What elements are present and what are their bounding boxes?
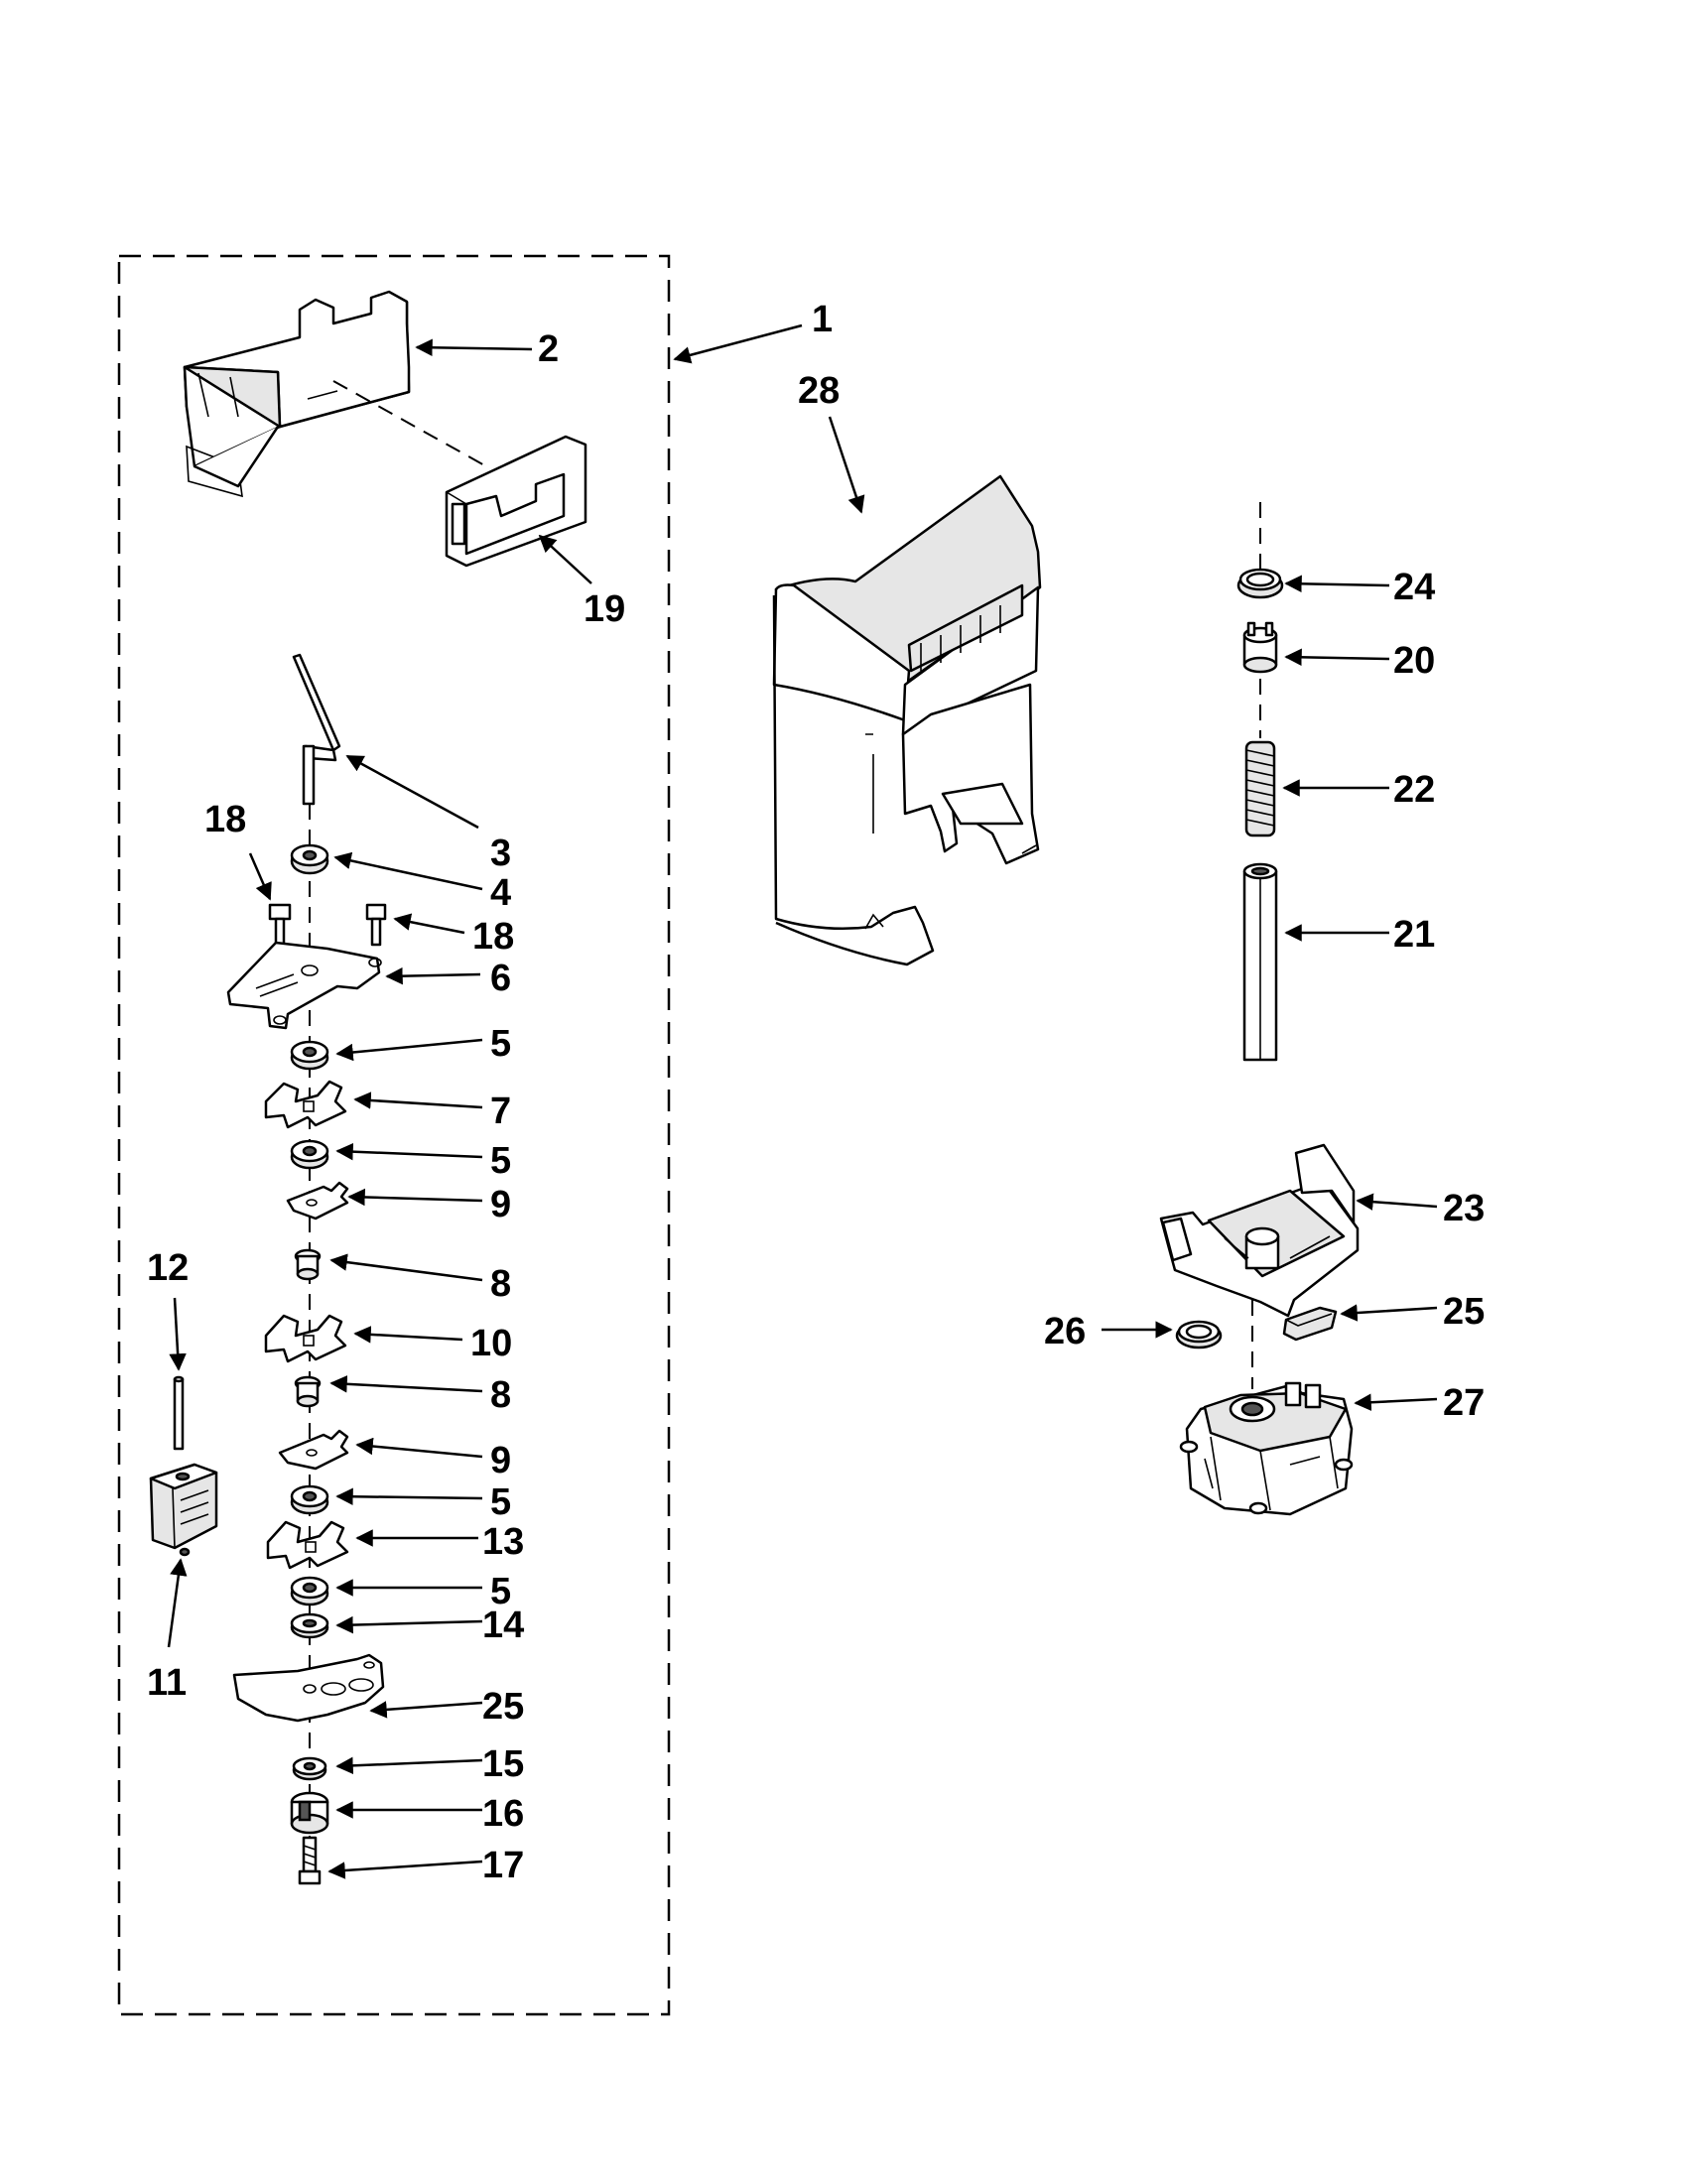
part-26-gasket xyxy=(1175,1320,1223,1349)
part-8-spacer-b xyxy=(294,1375,322,1408)
part-11-block xyxy=(149,1463,218,1557)
callout-6: 6 xyxy=(490,958,511,999)
part-27-motor xyxy=(1179,1381,1354,1516)
callout-5b: 5 xyxy=(490,1140,511,1182)
part-5-bearing-c xyxy=(290,1484,329,1515)
part-21-shaft xyxy=(1242,862,1278,1062)
part-6-plate xyxy=(226,941,382,1030)
callout-19: 19 xyxy=(584,588,625,630)
part-14-washer xyxy=(290,1612,329,1639)
part-23-mount xyxy=(1159,1143,1360,1318)
part-10-cam xyxy=(264,1314,347,1363)
callout-9a: 9 xyxy=(490,1184,511,1225)
callout-11: 11 xyxy=(147,1662,187,1704)
callout-13: 13 xyxy=(482,1521,524,1563)
part-17-screw xyxy=(298,1836,322,1885)
callout-16: 16 xyxy=(482,1793,524,1835)
callout-8a: 8 xyxy=(490,1263,511,1305)
callout-20: 20 xyxy=(1393,640,1435,682)
part-5-bearing-b xyxy=(290,1139,329,1170)
callout-4: 4 xyxy=(490,872,511,914)
part-28-cover xyxy=(772,474,1042,966)
part-9-blade-a xyxy=(286,1181,349,1220)
part-2-housing xyxy=(183,290,411,498)
callout-5a: 5 xyxy=(490,1023,511,1065)
part-4-bearing xyxy=(290,843,329,875)
part-24-ring xyxy=(1236,568,1284,599)
part-22-spring xyxy=(1244,740,1276,837)
callout-28: 28 xyxy=(798,370,840,412)
part-12-pin xyxy=(173,1375,185,1451)
leader-lines xyxy=(167,323,1438,1879)
callout-12: 12 xyxy=(147,1247,189,1289)
part-19-bracket xyxy=(445,435,587,568)
part-20-coupler xyxy=(1242,621,1278,674)
callout-23: 23 xyxy=(1443,1188,1485,1229)
callout-9b: 9 xyxy=(490,1440,511,1481)
part-25-pad-b xyxy=(1282,1306,1338,1342)
callout-25b: 25 xyxy=(1443,1291,1485,1333)
part-7-cam xyxy=(264,1080,347,1129)
part-25-plate-a xyxy=(232,1653,385,1723)
part-9-blade-b xyxy=(278,1429,349,1471)
part-5-bearing-a xyxy=(290,1040,329,1071)
callout-26: 26 xyxy=(1044,1311,1086,1352)
part-18-screw-right xyxy=(365,903,387,947)
callout-1: 1 xyxy=(812,299,833,340)
callout-5d: 5 xyxy=(490,1571,511,1612)
part-8-spacer-a xyxy=(294,1248,322,1281)
part-18-screw-left xyxy=(268,903,292,947)
callout-14: 14 xyxy=(482,1605,524,1646)
callout-18a: 18 xyxy=(204,799,246,840)
assembly-boundary xyxy=(117,254,671,2016)
callout-8b: 8 xyxy=(490,1374,511,1416)
callout-17: 17 xyxy=(482,1845,524,1886)
callout-27: 27 xyxy=(1443,1382,1485,1424)
callout-22: 22 xyxy=(1393,769,1435,811)
callout-3: 3 xyxy=(490,833,511,874)
callout-10: 10 xyxy=(470,1323,512,1364)
callout-labels: 1 2 19 28 3 18 4 18 6 5 7 5 9 12 8 10 8 … xyxy=(147,299,1485,1886)
part-16-nut xyxy=(290,1791,329,1835)
part-5-bearing-d xyxy=(290,1576,329,1606)
callout-18b: 18 xyxy=(472,916,514,958)
callout-25a: 25 xyxy=(482,1686,524,1728)
part-13-cam xyxy=(266,1520,349,1570)
part-15-washer xyxy=(292,1756,327,1781)
part-3-rod xyxy=(292,653,341,806)
callout-21: 21 xyxy=(1393,914,1435,956)
callout-5c: 5 xyxy=(490,1481,511,1523)
callout-24: 24 xyxy=(1393,567,1435,608)
callout-15: 15 xyxy=(482,1743,524,1785)
callout-2: 2 xyxy=(538,328,559,370)
callout-7: 7 xyxy=(490,1091,511,1132)
